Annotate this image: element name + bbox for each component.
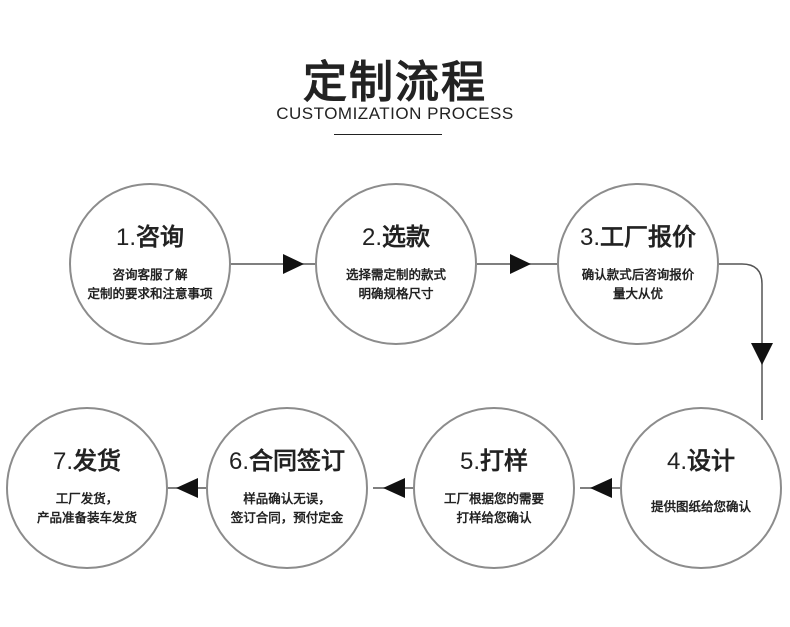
description-line: 样品确认无误，	[243, 491, 331, 506]
step-contract: 6.合同签订 样品确认无误， 签订合同，预付定金	[206, 407, 368, 569]
step-description: 确认款式后咨询报价 量大从优	[559, 265, 717, 303]
description-line: 明确规格尺寸	[358, 286, 434, 301]
page-title: 定制流程	[303, 57, 487, 108]
page-subtitle: CUSTOMIZATION PROCESS	[276, 104, 514, 123]
step-number: 4.	[666, 448, 687, 475]
description-line: 提供图纸给您确认	[650, 499, 751, 514]
arrow-right-icon	[510, 254, 531, 274]
step-title: 1.咨询	[71, 217, 229, 252]
step-number: 3.	[579, 224, 600, 251]
step-name: 选款	[382, 223, 430, 251]
step-sample: 5.打样 工厂根据您的需要 打样给您确认	[413, 407, 575, 569]
step-title: 4.设计	[622, 441, 780, 476]
step-description: 工厂根据您的需要 打样给您确认	[415, 489, 573, 527]
step-description: 样品确认无误， 签订合同，预付定金	[208, 489, 366, 527]
step-number: 7.	[52, 448, 73, 475]
step-select-style: 2.选款 选择需定制的款式 明确规格尺寸	[315, 183, 477, 345]
step-name: 打样	[480, 447, 528, 475]
step-name: 工厂报价	[600, 223, 696, 251]
step-title: 6.合同签订	[208, 441, 366, 476]
step-design: 4.设计 提供图纸给您确认	[620, 407, 782, 569]
step-number: 2.	[361, 224, 382, 251]
step-name: 咨询	[136, 223, 184, 251]
step-description: 咨询客服了解 定制的要求和注意事项	[71, 265, 229, 303]
arrow-left-icon	[590, 478, 612, 498]
step-name: 发货	[73, 447, 121, 475]
step-title: 5.打样	[415, 441, 573, 476]
step-description: 选择需定制的款式 明确规格尺寸	[317, 265, 475, 303]
step-factory-quote: 3.工厂报价 确认款式后咨询报价 量大从优	[557, 183, 719, 345]
step-shipping: 7.发货 工厂发货， 产品准备装车发货	[6, 407, 168, 569]
arrow-down-icon	[751, 343, 773, 365]
step-name: 合同签订	[249, 447, 345, 475]
title-underline	[334, 134, 442, 135]
step-number: 1.	[115, 224, 136, 251]
step-description: 工厂发货， 产品准备装车发货	[8, 489, 166, 527]
description-line: 选择需定制的款式	[345, 267, 446, 282]
description-line: 咨询客服了解	[112, 267, 188, 282]
arrow-left-icon	[383, 478, 405, 498]
description-line: 签订合同，预付定金	[230, 510, 344, 525]
description-line: 工厂发货，	[55, 491, 119, 506]
step-consult: 1.咨询 咨询客服了解 定制的要求和注意事项	[69, 183, 231, 345]
step-description: 提供图纸给您确认	[622, 497, 780, 516]
description-line: 定制的要求和注意事项	[87, 286, 213, 301]
step-title: 3.工厂报价	[559, 217, 717, 252]
description-line: 产品准备装车发货	[36, 510, 137, 525]
description-line: 打样给您确认	[456, 510, 532, 525]
step-title: 7.发货	[8, 441, 166, 476]
description-line: 工厂根据您的需要	[443, 491, 544, 506]
connector-3-4	[717, 263, 763, 420]
description-line: 确认款式后咨询报价	[581, 267, 695, 282]
arrow-left-icon	[176, 478, 198, 498]
step-name: 设计	[687, 447, 735, 475]
step-number: 5.	[459, 448, 480, 475]
arrow-right-icon	[283, 254, 304, 274]
step-number: 6.	[228, 448, 249, 475]
step-title: 2.选款	[317, 217, 475, 252]
description-line: 量大从优	[612, 286, 663, 301]
